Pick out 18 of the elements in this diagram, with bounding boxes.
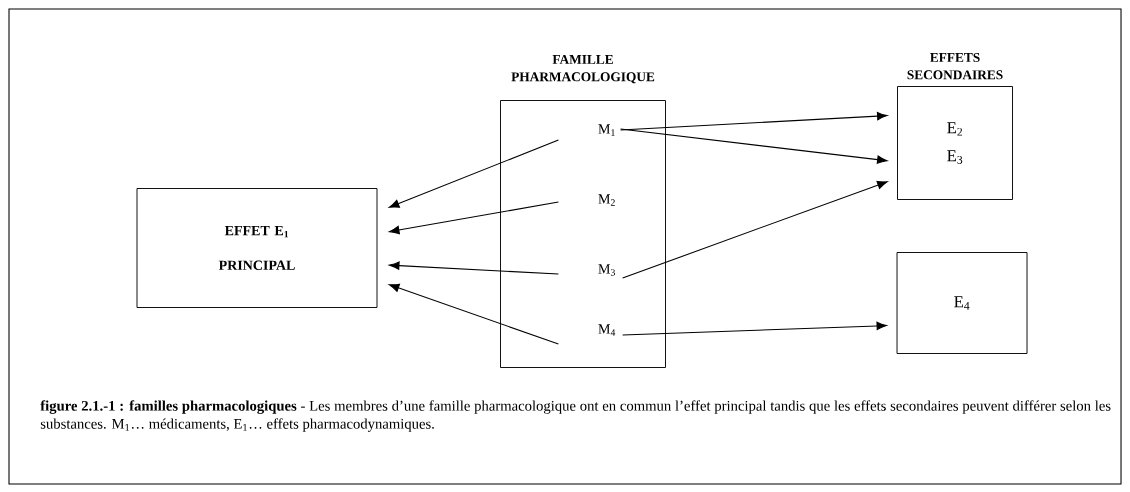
effect-box: E$_{4}$ [896,252,1028,354]
column-heading: EFFETS SECONDAIRES [907,53,1003,80]
arrow [620,128,888,164]
member-label: M$_{3}$ [598,264,615,276]
member-label: M$_{1}$ [598,124,615,136]
arrow [388,139,559,208]
caption: figure 2.1.-1 : familles pharmacologiques - Les membres d’une famille pharmacologique ont en commun l’effet principal tandis que les effets secondaires peuvent différer selon les substances. M$_{1}$… médicaments, E$_{1}$… effets pharmacodynamiques. [40,400,1111,432]
effect-box: E$_{2}$ E$_{3}$ [897,86,1013,200]
arrow [620,111,888,131]
arrow [622,180,888,279]
arrow [388,283,559,345]
member-label: M$_{2}$ [598,194,615,206]
arrow [389,201,559,235]
arrow [622,321,887,336]
node-label: FAMILLE PHARMACOLOGIQUE [511,55,655,84]
arrow [389,261,559,275]
member-label: M$_{4}$ [598,324,616,336]
effect-box: EFFET E$_{1}$ PRINCIPAL [136,188,378,308]
